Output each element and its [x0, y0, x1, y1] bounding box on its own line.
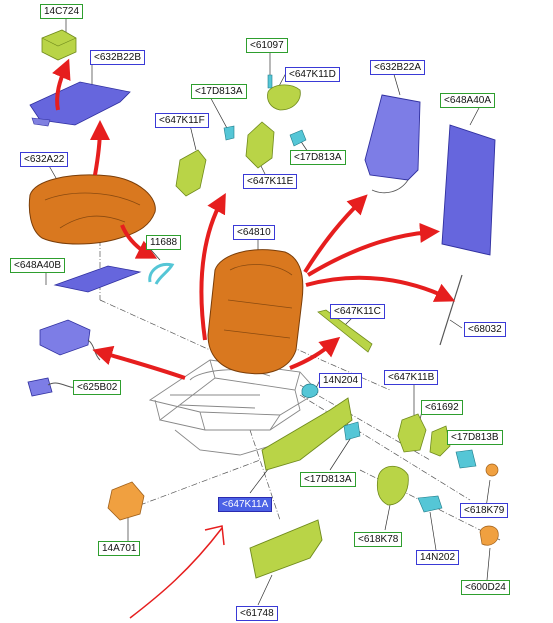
part-seat-frame[interactable] [148, 359, 319, 456]
part-632b22a[interactable] [364, 94, 421, 194]
part-17d813b[interactable] [455, 449, 477, 469]
callout-17d813a[interactable]: <17D813A [290, 150, 346, 165]
callout-17d813b[interactable]: <17D813B [447, 430, 503, 445]
callout-647k11f[interactable]: <647K11F [155, 113, 209, 128]
callout-600d24[interactable]: <600D24 [461, 580, 510, 595]
part-618k78[interactable] [376, 465, 409, 506]
part-14n204[interactable] [301, 383, 319, 398]
part-17d813a-middle[interactable] [343, 421, 361, 441]
part-647k11e[interactable] [245, 121, 275, 169]
part-61097[interactable] [267, 74, 273, 89]
part-618k79[interactable] [485, 463, 499, 477]
part-647k11d[interactable] [267, 84, 301, 111]
part-68032[interactable] [439, 274, 463, 346]
callout-647k11a[interactable]: <647K11A [218, 497, 273, 512]
callout-632a22[interactable]: <632A22 [20, 152, 69, 167]
callout-17d813a[interactable]: <17D813A [300, 472, 356, 487]
part-647k11f[interactable] [175, 149, 207, 197]
callout-647k11b[interactable]: <647K11B [384, 370, 439, 385]
part-14a701[interactable] [107, 481, 145, 521]
callout-61692[interactable]: <61692 [421, 400, 463, 415]
part-647k11a[interactable] [261, 397, 353, 471]
callout-632b22b[interactable]: <632B22B [90, 50, 145, 65]
callout-14a701[interactable]: 14A701 [98, 541, 141, 556]
part-61748[interactable] [249, 519, 323, 579]
part-17d813a-right[interactable] [289, 129, 307, 147]
callout-11688[interactable]: 11688 [146, 235, 182, 250]
callout-647k11d[interactable]: <647K11D [285, 67, 340, 82]
callout-648a40a[interactable]: <648A40A [440, 93, 495, 108]
callout-632b22a[interactable]: <632B22A [370, 60, 425, 75]
part-17d813a-left[interactable] [223, 125, 235, 141]
part-61692[interactable] [429, 425, 451, 457]
part-648a40b[interactable] [53, 265, 142, 293]
part-14n202[interactable] [417, 495, 443, 513]
part-600d24[interactable] [479, 525, 499, 546]
callout-647k11e[interactable]: <647K11E [243, 174, 298, 189]
part-632a22[interactable] [28, 174, 156, 245]
part-632b22b[interactable] [29, 81, 131, 127]
callout-648a40b[interactable]: <648A40B [10, 258, 65, 273]
annotation-arrow [129, 525, 225, 619]
part-625b02[interactable] [27, 377, 81, 397]
part-647k11b[interactable] [397, 413, 427, 453]
callout-64810[interactable]: <64810 [233, 225, 275, 240]
callout-14n204[interactable]: 14N204 [319, 373, 363, 388]
callout-68032[interactable]: <68032 [464, 322, 506, 337]
callout-61748[interactable]: <61748 [236, 606, 278, 621]
part-64810[interactable] [207, 249, 304, 375]
callout-14c724[interactable]: 14C724 [40, 4, 84, 19]
explosion-arrows [52, 58, 456, 380]
part-647k11c[interactable] [317, 309, 373, 353]
callout-647k11c[interactable]: <647K11C [330, 304, 385, 319]
callout-14n202[interactable]: 14N202 [416, 550, 460, 565]
part-11688[interactable] [148, 262, 175, 285]
part-648a40a[interactable] [441, 124, 496, 256]
callout-61097[interactable]: <61097 [246, 38, 288, 53]
callout-618k78[interactable]: <618K78 [354, 532, 403, 547]
callout-618k79[interactable]: <618K79 [460, 503, 509, 518]
part-14c724[interactable] [41, 29, 77, 61]
callout-17d813a[interactable]: <17D813A [191, 84, 247, 99]
callout-625b02[interactable]: <625B02 [73, 380, 122, 395]
part-harness-module[interactable] [39, 319, 101, 361]
